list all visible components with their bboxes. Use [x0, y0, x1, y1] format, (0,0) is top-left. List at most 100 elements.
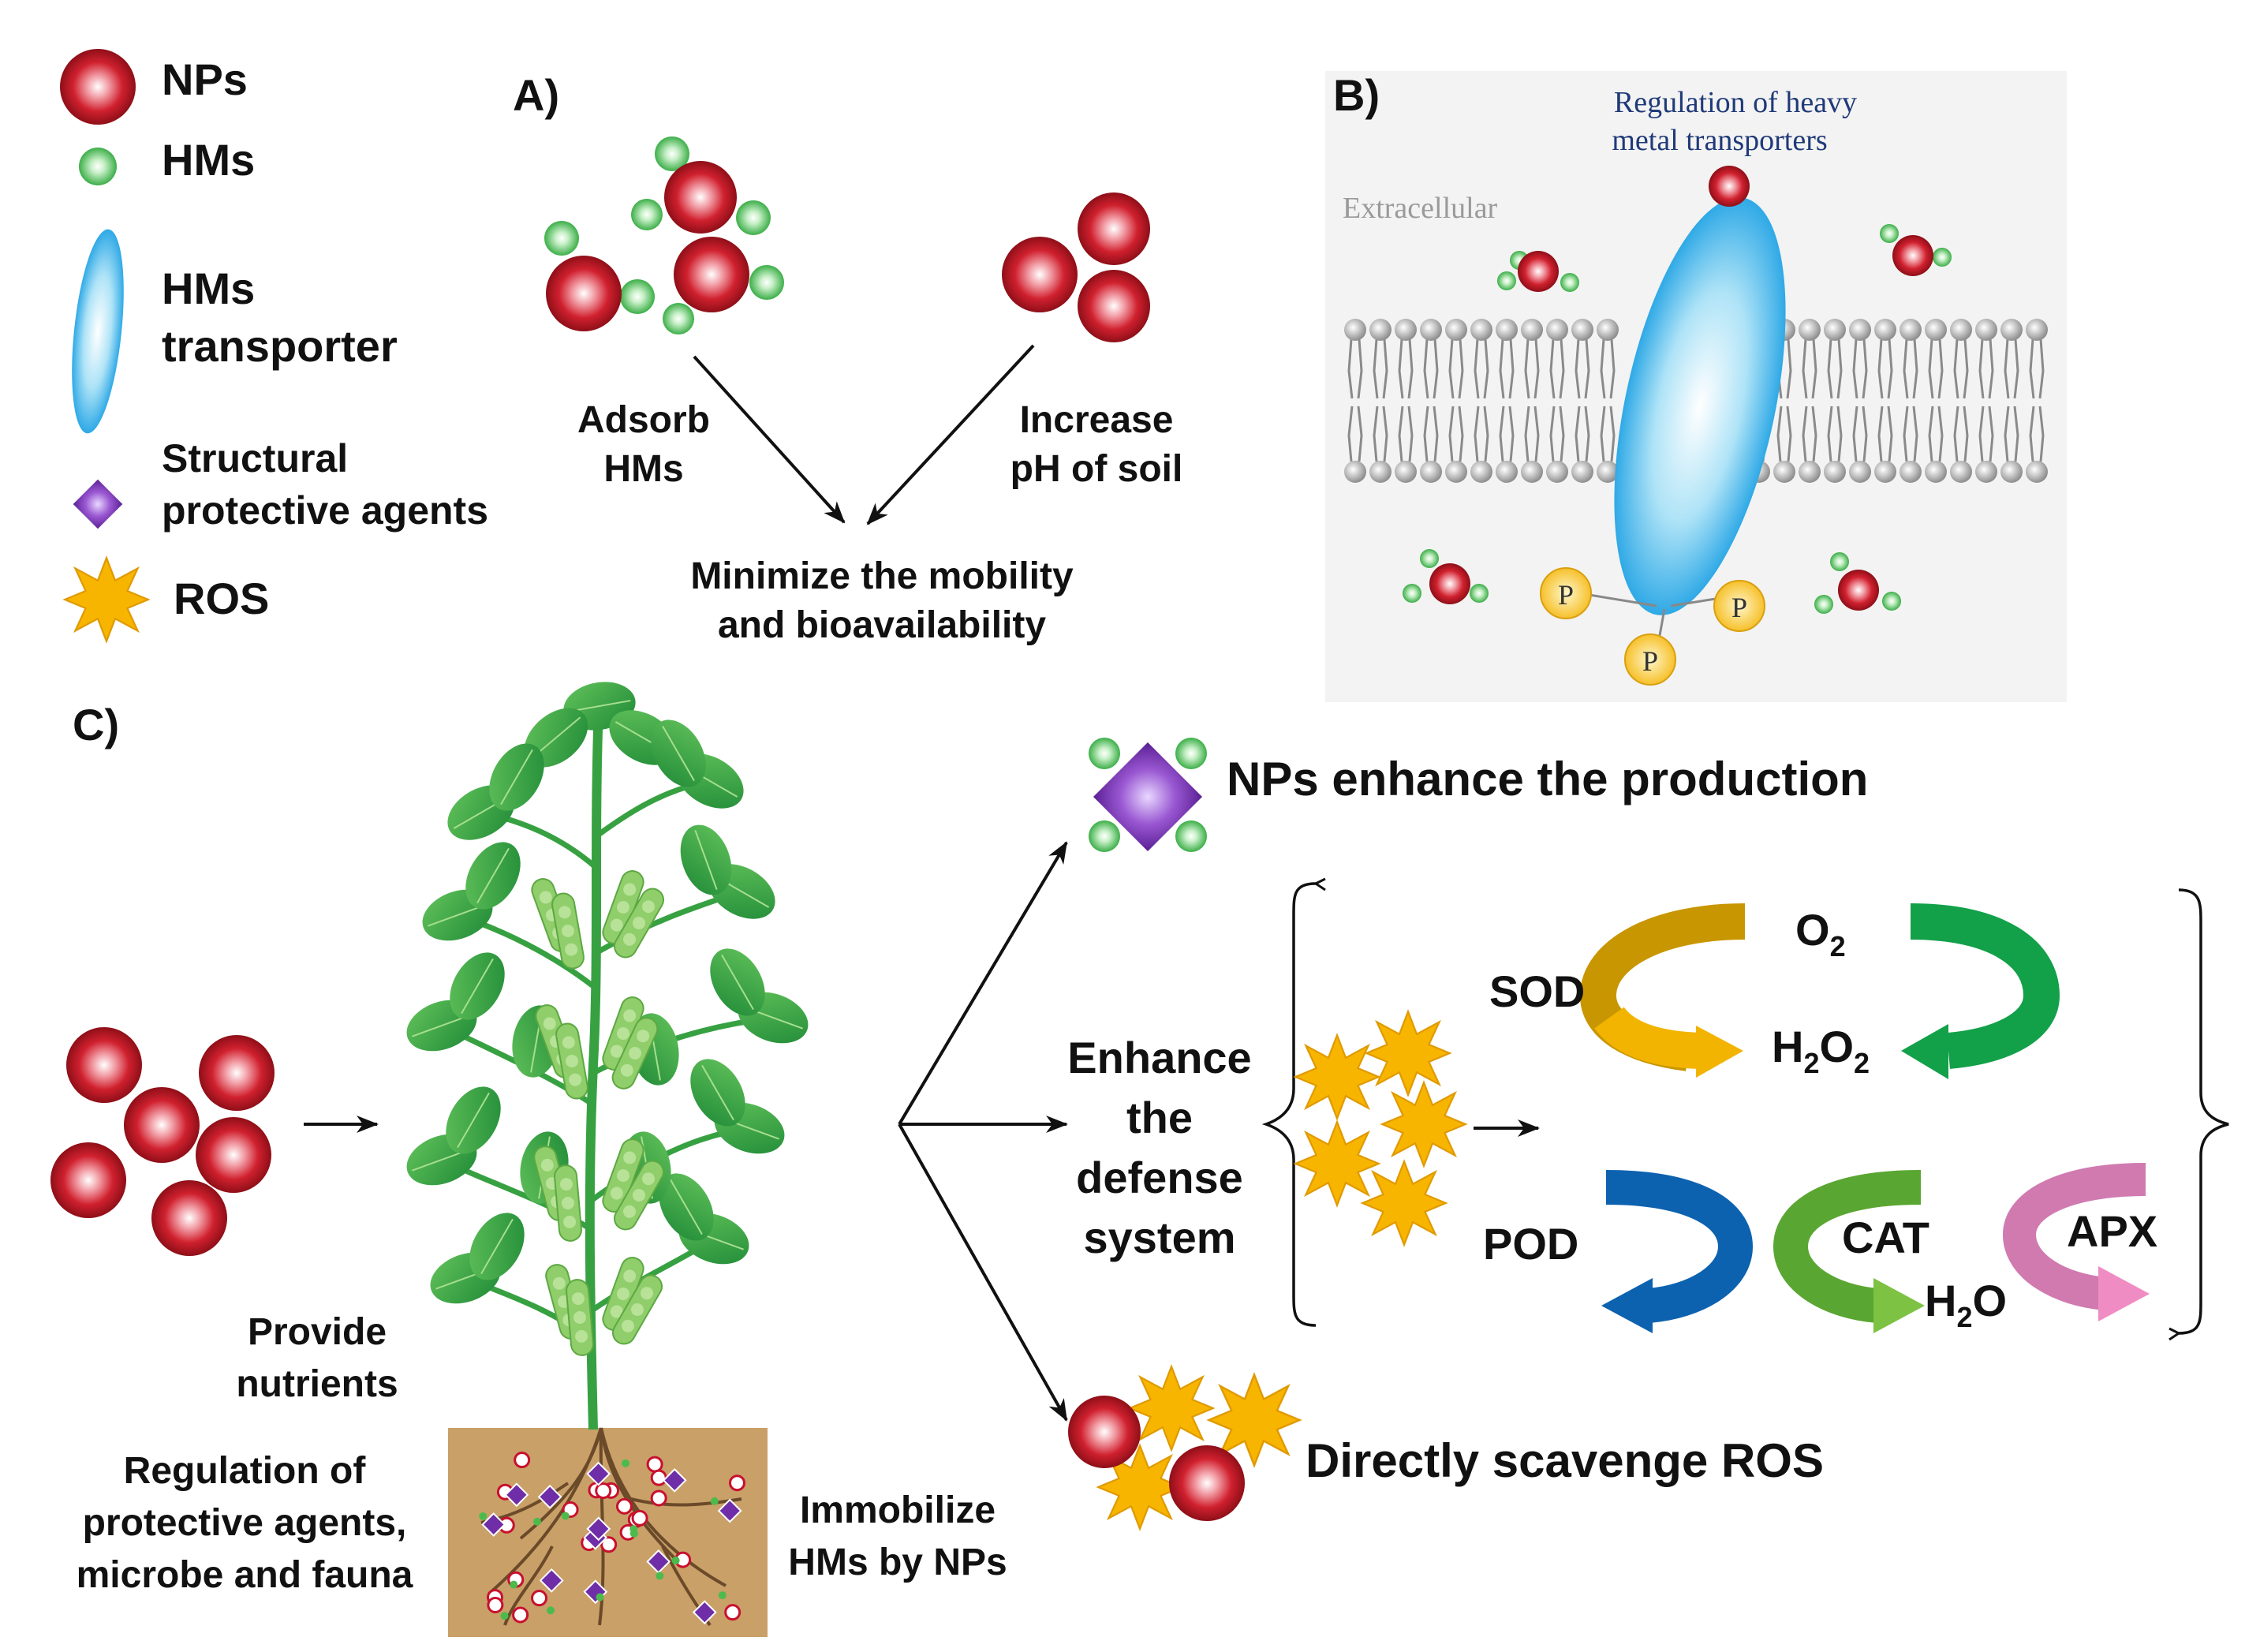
- plant-leaf: [450, 952, 505, 1020]
- apx-label: APX: [2067, 1206, 2157, 1256]
- plant-leaf: [680, 824, 732, 895]
- adsorb-label-1: Adsorb: [577, 399, 710, 441]
- production-label: NPs enhance the production: [1227, 753, 1868, 805]
- soil-hm: [718, 1591, 727, 1600]
- sod-label: SOD: [1489, 966, 1585, 1016]
- np-ros-complex: [1068, 1366, 1301, 1530]
- lipid-head: [1445, 319, 1467, 341]
- regulation-label-2: metal transporters: [1612, 124, 1827, 157]
- lipid-head: [1420, 461, 1442, 483]
- plant-pod: [566, 1279, 594, 1356]
- legend-np-marker: [60, 49, 136, 125]
- lipid-head: [1546, 319, 1568, 341]
- plant-pod: [602, 1138, 644, 1213]
- adsorb-cluster: [544, 136, 784, 335]
- soil-np: [650, 1469, 667, 1486]
- lipid-head: [1849, 319, 1871, 341]
- plant-pod: [602, 870, 644, 944]
- plant-leaf: [469, 1213, 525, 1280]
- regulation-label-1: Regulation of heavy: [1614, 86, 1857, 119]
- o2-label: O2: [1795, 905, 1846, 962]
- regulation-soil-label-3: microbe and fauna: [77, 1554, 413, 1596]
- cat-arrow: [1773, 1170, 1922, 1323]
- lipid-head: [1824, 461, 1846, 483]
- plant-leaf: [489, 743, 544, 811]
- soil-agent: [504, 1482, 529, 1508]
- soil-np: [487, 1597, 504, 1614]
- plant-pod: [555, 1022, 588, 1100]
- lipid-head: [1496, 319, 1518, 341]
- lipid-head: [1950, 319, 1972, 341]
- soil-agent: [586, 1461, 611, 1486]
- plant-leaf: [446, 1086, 501, 1154]
- immobilize-label-2: HMs by NPs: [788, 1542, 1007, 1583]
- sod-arrow-bottom: [1594, 1006, 1702, 1069]
- lipid-head: [1900, 461, 1922, 483]
- phosphate-label: P: [1642, 645, 1658, 677]
- soil-np: [615, 1497, 633, 1515]
- lipid-head: [1395, 461, 1417, 483]
- plant-leaf: [651, 719, 706, 787]
- agent-hm-complex: [1089, 738, 1207, 852]
- lipid-head: [2026, 461, 2048, 483]
- lipid-head: [1369, 319, 1391, 341]
- phosphate-group: [1624, 634, 1676, 686]
- adsorb-arrow: [693, 355, 846, 524]
- legend-agent-label-1: Structural: [162, 436, 348, 480]
- h2o-label: H2O: [1925, 1276, 2007, 1333]
- pod-label: POD: [1483, 1219, 1578, 1269]
- o2-arrowhead: [1901, 1024, 1948, 1079]
- soil-agent: [692, 1600, 717, 1625]
- soil-hm: [710, 1497, 719, 1505]
- ph-cluster: [1002, 192, 1150, 342]
- lipid-head: [1925, 461, 1947, 483]
- plant-pod: [614, 1160, 664, 1231]
- sod-arrowhead: [1696, 1026, 1743, 1078]
- soil-agent: [586, 1516, 611, 1542]
- plant-pod: [611, 1017, 659, 1089]
- cat-arrowhead: [1873, 1278, 1925, 1333]
- lipid-head: [1874, 319, 1896, 341]
- plant-pod: [612, 1274, 663, 1345]
- soil-np: [650, 1489, 667, 1507]
- cat-label: CAT: [1842, 1213, 1929, 1262]
- extracellular-label: Extracellular: [1343, 192, 1498, 225]
- lipid-head: [1773, 461, 1795, 483]
- plant-leaf: [659, 1173, 714, 1241]
- legend-agent-label-2: protective agents: [162, 488, 488, 533]
- legend-transporter-label-1: HMs: [162, 263, 255, 313]
- phosphate-label: P: [1731, 592, 1747, 623]
- scavenge-label: Directly scavenge ROS: [1306, 1434, 1824, 1487]
- soil-hm: [656, 1572, 664, 1580]
- soil-np: [514, 1452, 531, 1469]
- lipid-bilayer: [1344, 319, 2048, 483]
- soil-hm: [596, 1593, 604, 1602]
- panel-a: A) Adsorb HMs Increase pH of soil Minimi…: [513, 70, 1182, 646]
- lipid-head: [1395, 319, 1417, 341]
- phosphate-group: [1540, 567, 1592, 619]
- lipid-head: [1546, 461, 1568, 483]
- panel-b-tag: B): [1333, 70, 1380, 120]
- soil-agent: [537, 1484, 562, 1509]
- defense-label-4: system: [1083, 1213, 1235, 1262]
- lipid-head: [1496, 461, 1518, 483]
- lipid-head: [1420, 319, 1442, 341]
- np-pile: [50, 1027, 275, 1256]
- lipid-head: [1824, 319, 1846, 341]
- legend-transporter-label-2: transporter: [162, 321, 398, 371]
- legend-np-label: NPs: [162, 54, 248, 104]
- soil-agent: [717, 1498, 742, 1523]
- regulation-soil-label-2: protective agents,: [83, 1502, 407, 1544]
- soil-np: [512, 1606, 529, 1624]
- panel-c-tag: C): [73, 700, 119, 749]
- np-hm-complex: [1814, 552, 1901, 614]
- defense-label-1: Enhance: [1067, 1033, 1251, 1082]
- lipid-head: [2000, 319, 2023, 341]
- lipid-head: [1925, 319, 1947, 341]
- transporter-np: [1709, 166, 1750, 207]
- lipid-head: [1597, 461, 1619, 483]
- legend: NPs HMs HMs transporter Structural prote…: [60, 49, 488, 642]
- adsorb-label-2: HMs: [603, 448, 683, 490]
